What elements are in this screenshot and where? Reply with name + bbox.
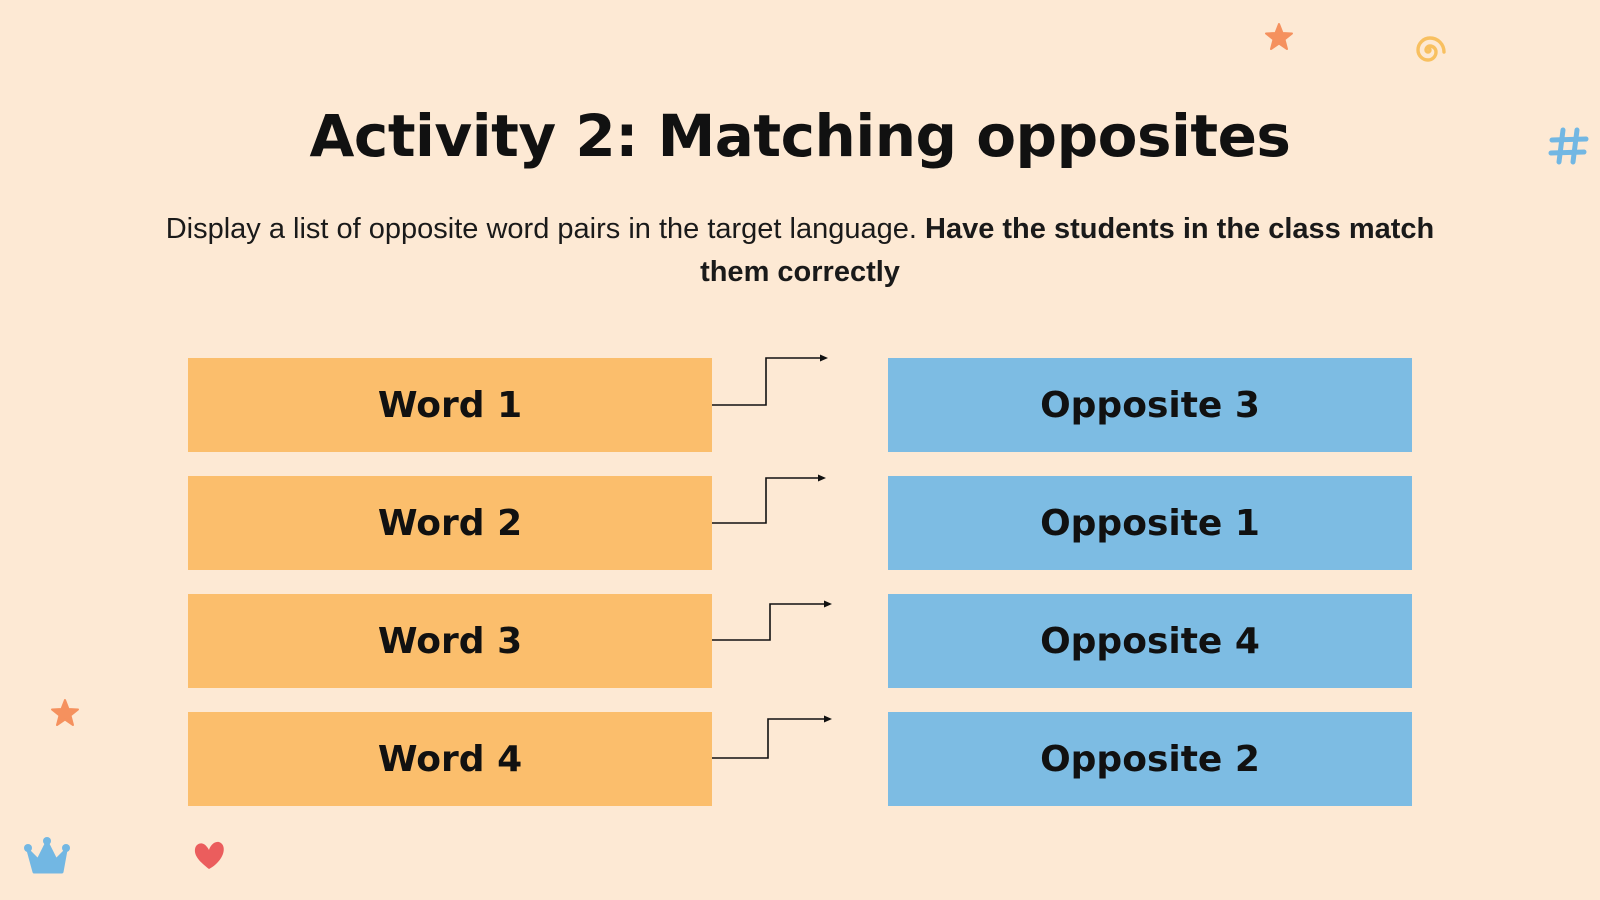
word-box-4: Word 4: [188, 712, 712, 806]
connector-arrow-2: [712, 474, 826, 524]
crown-icon: [24, 837, 70, 874]
instructions-regular: Display a list of opposite word pairs in…: [165, 213, 925, 245]
connector-arrow-3: [712, 600, 832, 641]
star-icon: [1265, 23, 1293, 50]
hash-icon: [1548, 127, 1589, 165]
connector-arrow-1: [712, 354, 828, 406]
star-icon: [51, 699, 79, 726]
spiral-icon: [1416, 36, 1446, 62]
opposite-box-4: Opposite 2: [888, 712, 1412, 806]
opposite-box-2: Opposite 1: [888, 476, 1412, 570]
word-box-2: Word 2: [188, 476, 712, 570]
heart-icon: [194, 841, 224, 869]
opposite-box-3: Opposite 4: [888, 594, 1412, 688]
instructions-bold: Have the students in the class match the…: [700, 213, 1435, 288]
page-title: Activity 2: Matching opposites: [309, 102, 1291, 170]
word-box-3: Word 3: [188, 594, 712, 688]
connector-arrow-4: [712, 715, 832, 759]
opposite-box-1: Opposite 3: [888, 358, 1412, 452]
word-box-1: Word 1: [188, 358, 712, 452]
instructions: Display a list of opposite word pairs in…: [160, 208, 1440, 294]
